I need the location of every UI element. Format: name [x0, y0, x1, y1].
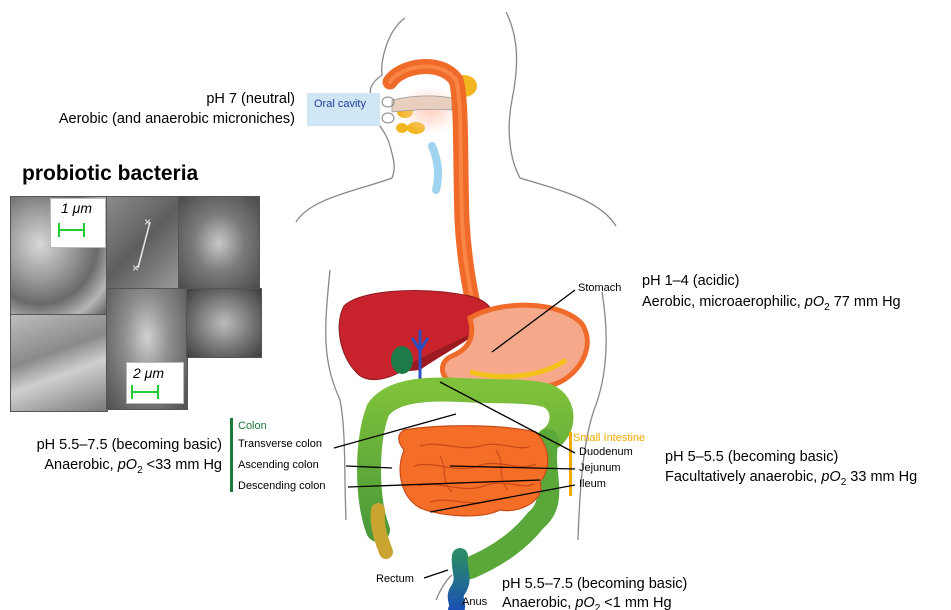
colon-header: Colon: [238, 420, 267, 433]
stomach-label: Stomach: [578, 282, 621, 295]
scale-box-1um: 1 μm: [50, 198, 106, 248]
ascending-colon-label: Ascending colon: [238, 459, 319, 472]
gallbladder: [391, 346, 413, 374]
stomach-oxygen-value: 77 mm Hg: [830, 294, 901, 310]
rectum-ph-label: pH 5.5–7.5 (becoming basic): [502, 575, 687, 593]
po2-symbol: pO: [575, 595, 594, 610]
po2-symbol: pO: [821, 469, 840, 485]
oral-cavity-label: Oral cavity: [314, 98, 366, 111]
po2-symbol: pO: [805, 294, 824, 310]
sem-micrograph-3: [178, 196, 260, 290]
po2-symbol: pO: [118, 457, 137, 473]
si-oxygen-label: Facultatively anaerobic, pO2 33 mm Hg: [665, 468, 917, 492]
stomach-oxygen-label: Aerobic, microaerophilic, pO2 77 mm Hg: [642, 293, 901, 317]
transverse-colon-label: Transverse colon: [238, 438, 322, 451]
trachea: [432, 146, 438, 190]
duodenum-label: Duodenum: [579, 446, 633, 459]
rectum: [456, 556, 462, 610]
sem-micrograph-6: [186, 288, 262, 358]
colon-ph-label: pH 5.5–7.5 (becoming basic): [37, 436, 222, 454]
si-oxygen-value: 33 mm Hg: [846, 469, 917, 485]
small-intestine: [399, 426, 548, 516]
stomach-oxygen-prefix: Aerobic, microaerophilic,: [642, 294, 805, 310]
anus-label: Anus: [462, 596, 487, 609]
rectum-oxygen-value: <1 mm Hg: [600, 595, 671, 610]
stomach-ph-label: pH 1–4 (acidic): [642, 272, 740, 290]
rectum-oxygen-prefix: Anaerobic,: [502, 595, 575, 610]
rectum-label: Rectum: [376, 573, 414, 586]
scale-label-1um: 1 μm: [61, 200, 92, 216]
scale-box-2um: 2 μm: [126, 362, 184, 404]
colon-oxygen-value: <33 mm Hg: [143, 457, 222, 473]
ileum-label: Ileum: [579, 478, 606, 491]
colon-oxygen-label: Anaerobic, pO2 <33 mm Hg: [44, 456, 222, 480]
rectum-oxygen-label: Anaerobic, pO2 <1 mm Hg: [502, 594, 672, 610]
oral-oxygen-label: Aerobic (and anaerobic microniches): [59, 110, 295, 128]
descending-colon-label: Descending colon: [238, 480, 325, 493]
jejunum-label: Jejunum: [579, 462, 621, 475]
sem-micrograph-2: [106, 196, 180, 290]
si-oxygen-prefix: Facultatively anaerobic,: [665, 469, 821, 485]
oral-ph-label: pH 7 (neutral): [206, 90, 295, 108]
colon-oxygen-prefix: Anaerobic,: [44, 457, 117, 473]
sem-micrograph-4: [10, 314, 108, 412]
colon-bracket: [230, 418, 233, 492]
probiotic-title: probiotic bacteria: [22, 162, 198, 186]
si-ph-label: pH 5–5.5 (becoming basic): [665, 448, 838, 466]
scale-label-2um: 2 μm: [133, 365, 164, 381]
small-intestine-header: Small Intestine: [573, 432, 645, 445]
